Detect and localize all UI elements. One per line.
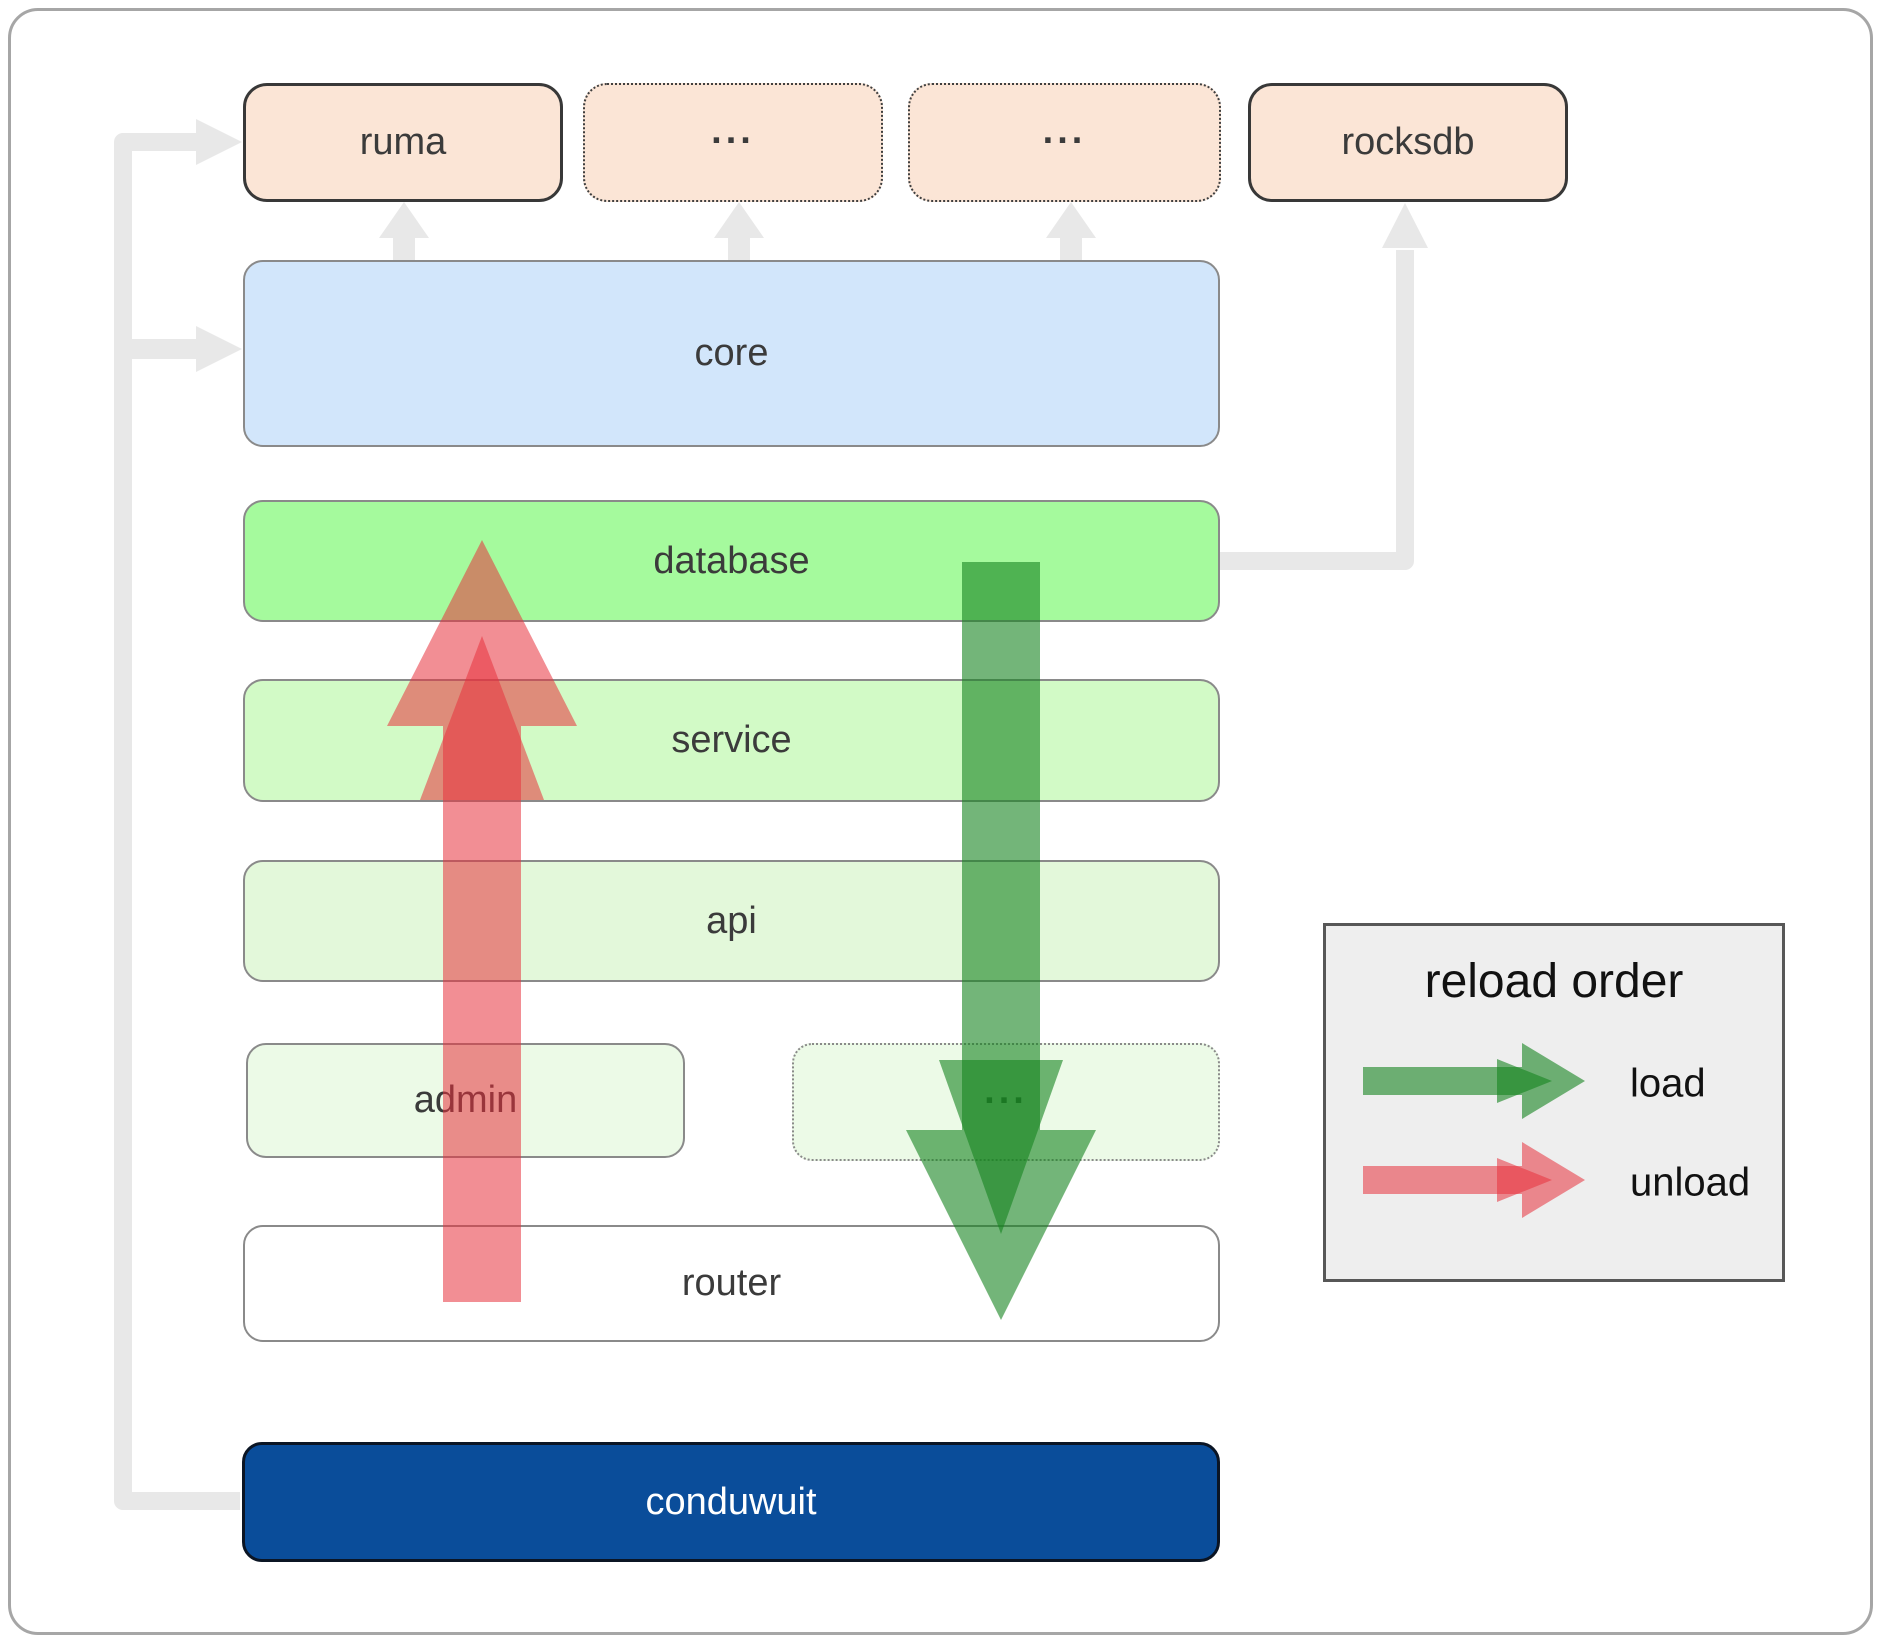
node-dependency-2: ... bbox=[908, 83, 1221, 202]
node-service-more-label: ... bbox=[984, 1069, 1028, 1112]
node-database-label: database bbox=[653, 539, 810, 582]
node-router: router bbox=[243, 1225, 1220, 1342]
node-service-more: ... bbox=[792, 1043, 1220, 1161]
legend-title: reload order bbox=[1424, 955, 1684, 1008]
node-dependency-1-label: ... bbox=[711, 110, 755, 152]
node-ruma: ruma bbox=[243, 83, 563, 202]
legend-reload-order: reload order load unload bbox=[1323, 923, 1785, 1282]
node-service: service bbox=[243, 679, 1220, 802]
node-rocksdb: rocksdb bbox=[1248, 83, 1568, 202]
node-conduwuit: conduwuit bbox=[242, 1442, 1220, 1562]
node-core: core bbox=[243, 260, 1220, 447]
arrowhead-to-core-icon bbox=[196, 326, 242, 372]
core-to-ruma-arrow-icon bbox=[379, 202, 429, 260]
node-admin-label: admin bbox=[413, 1079, 518, 1121]
node-database: database bbox=[243, 500, 1220, 622]
node-dependency-2-label: ... bbox=[1042, 110, 1087, 152]
conduwuit-feedback-line bbox=[114, 133, 240, 1510]
arrowhead-to-ruma-icon bbox=[196, 119, 242, 165]
node-admin: admin bbox=[246, 1043, 685, 1158]
node-conduwuit-label: conduwuit bbox=[645, 1480, 817, 1523]
legend-load-label: load bbox=[1630, 1061, 1706, 1106]
node-rocksdb-label: rocksdb bbox=[1341, 121, 1475, 163]
node-router-label: router bbox=[681, 1262, 782, 1304]
arrowhead-to-rocksdb-icon bbox=[1382, 203, 1428, 248]
node-ruma-label: ruma bbox=[359, 121, 447, 163]
node-api: api bbox=[243, 860, 1220, 982]
legend-unload-label: unload bbox=[1630, 1160, 1751, 1205]
core-to-dep2-arrow-icon bbox=[1046, 202, 1096, 260]
node-api-label: api bbox=[706, 899, 757, 942]
node-service-label: service bbox=[671, 719, 792, 761]
core-to-dep1-arrow-icon bbox=[714, 202, 764, 260]
database-rocksdb-line bbox=[1220, 250, 1414, 570]
node-dependency-1: ... bbox=[583, 83, 883, 202]
node-core-label: core bbox=[694, 332, 769, 374]
